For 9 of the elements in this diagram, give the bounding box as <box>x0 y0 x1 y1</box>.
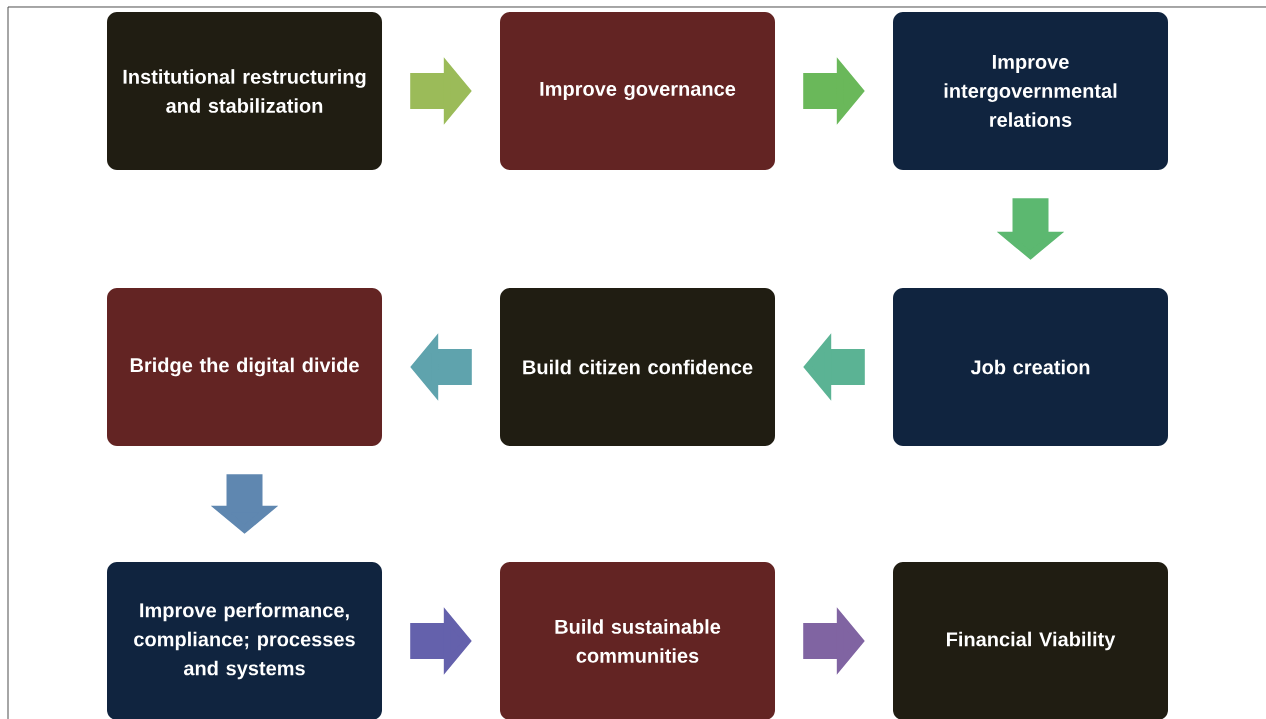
process-box: Improve intergovernmental relations <box>893 12 1168 170</box>
process-box: Build citizen confidence <box>500 288 775 446</box>
process-box: Improve governance <box>500 12 775 170</box>
process-box: Bridge the digital divide <box>107 288 382 446</box>
process-box: Job creation <box>893 288 1168 446</box>
process-box: Financial Viability <box>893 562 1168 719</box>
process-box: Improve performance, compliance; processes and systems <box>107 562 382 719</box>
process-box: Build sustainable communities <box>500 562 775 719</box>
process-box: Institutional restructuring and stabilization <box>107 12 382 170</box>
